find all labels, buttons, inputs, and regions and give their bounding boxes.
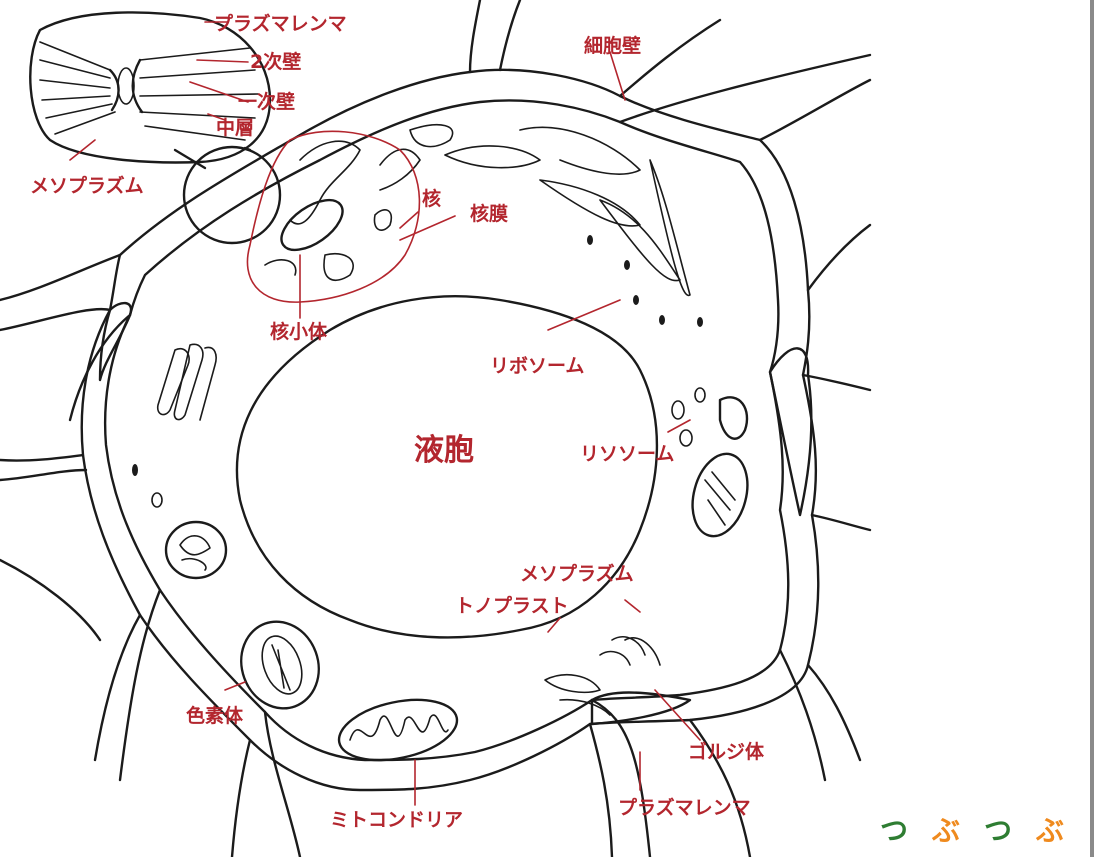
- label-plasmalemma-top: プラズマレンマ: [214, 12, 347, 35]
- label-plasmalemma-bottom: プラズマレンマ: [618, 796, 751, 819]
- label-lysosome: リソソーム: [580, 443, 674, 465]
- cell-wall-lines: [0, 0, 870, 857]
- watermark-char: つ: [984, 814, 1012, 847]
- label-ribosome: リボソーム: [490, 355, 584, 377]
- label-middle-lamella: 中層: [216, 116, 254, 139]
- label-nuclear-membrane: 核膜: [470, 202, 508, 225]
- watermark-char: ぶ: [931, 814, 960, 847]
- watermark-char: ぶ: [1035, 814, 1064, 847]
- tsubutsubu-watermark: つ ぶ つ ぶ: [880, 814, 1064, 847]
- label-nucleolus: 核小体: [270, 320, 328, 343]
- label-golgi: ゴルジ体: [688, 740, 765, 763]
- label-mesoplasm-right: メソプラズム: [520, 562, 634, 585]
- label-cell-wall: 細胞壁: [584, 34, 641, 57]
- label-chromoplast: 色素体: [186, 704, 244, 727]
- window-edge-bar: [1090, 0, 1094, 857]
- label-secondary-wall: 2次壁: [250, 50, 301, 73]
- watermark-char: つ: [880, 814, 908, 847]
- label-vacuole: 液胞: [414, 433, 474, 468]
- label-primary-wall: 一次壁: [238, 90, 295, 113]
- label-mesoplasm-left: メソプラズム: [30, 174, 144, 197]
- label-mitochondria: ミトコンドリア: [330, 809, 463, 831]
- red-annotations: [70, 22, 700, 805]
- label-nucleus: 核: [422, 187, 441, 210]
- label-tonoplast: トノプラスト: [455, 594, 569, 617]
